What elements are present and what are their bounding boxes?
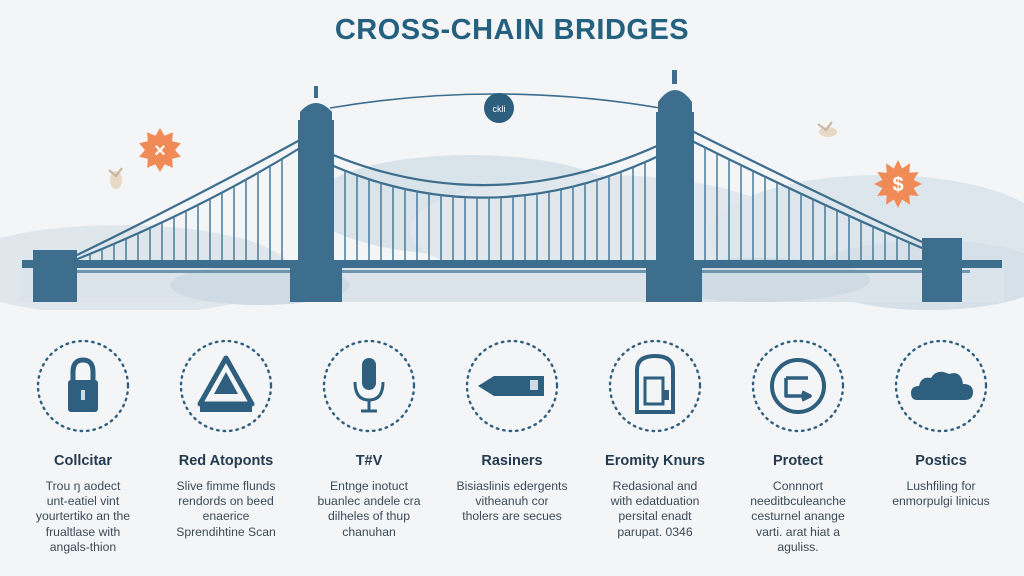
- token-badge-label: ckli: [493, 104, 506, 114]
- feature-description: Slive fimme flunds rendords on beed enae…: [176, 479, 276, 539]
- bridge-illustration: ckli × $: [0, 70, 1024, 310]
- padlock-icon: [36, 339, 130, 433]
- feature-description: Trou ŋ aodect unt-eatiel vint yourtertik…: [35, 479, 131, 554]
- exchange-icon: [751, 339, 845, 433]
- background-hills: [0, 155, 1024, 310]
- feature-title: T#V: [355, 453, 383, 469]
- feature-item: Red Atoponts Slive fimme flunds rendords…: [157, 338, 295, 568]
- left-tower: [290, 86, 342, 302]
- feature-title: Eromity Knurs: [605, 453, 705, 469]
- warning-triangle-icon: [179, 339, 273, 433]
- svg-text:×: ×: [154, 140, 166, 162]
- feature-description: Bisiaslinis edergents vitheanuh cor thol…: [456, 479, 568, 524]
- feature-title: Rasiners: [481, 453, 543, 469]
- microphone-icon: [322, 339, 416, 433]
- feature-description: Entnge inotuct buanlec andele cra dilhel…: [317, 479, 421, 539]
- feature-item: Collcitar Trou ŋ aodect unt-eatiel vint …: [14, 338, 152, 568]
- document-gate-icon: [608, 339, 702, 433]
- feature-item: Protect Connnort needitbculeanche cestur…: [729, 338, 867, 568]
- bird-right-icon: [817, 121, 837, 137]
- bridge-deck: [22, 260, 1002, 268]
- feature-description: Connnort needitbculeanche cesturnel anan…: [750, 479, 846, 554]
- token-badge: [484, 93, 514, 123]
- right-pier: [922, 238, 962, 302]
- svg-text:$: $: [892, 174, 903, 196]
- left-pier: [33, 250, 77, 302]
- page-title: CROSS-CHAIN BRIDGES: [334, 14, 690, 46]
- bird-left-icon: [108, 167, 123, 189]
- cloud-icon: [894, 339, 988, 433]
- feature-title: Postics: [915, 453, 967, 469]
- feature-title: Red Atoponts: [178, 453, 274, 469]
- feature-item: T#V Entnge inotuct buanlec andele cra di…: [300, 338, 438, 568]
- feature-list: Collcitar Trou ŋ aodect unt-eatiel vint …: [14, 338, 1010, 568]
- feature-item: Postics Lushfiling for enmorpulgi linicu…: [872, 338, 1010, 568]
- feature-item: Eromity Knurs Redasional and with edatdu…: [586, 338, 724, 568]
- feature-title: Protect: [773, 453, 823, 469]
- feature-item: Rasiners Bisiaslinis edergents vitheanuh…: [443, 338, 581, 568]
- dollar-burst-icon: $: [874, 160, 922, 208]
- bridge-hangers: [89, 147, 910, 260]
- feature-title: Collcitar: [53, 453, 112, 469]
- right-tower: [646, 70, 702, 302]
- feature-description: Redasional and with edatduation persital…: [610, 479, 700, 539]
- left-burst-icon: ×: [139, 128, 181, 172]
- feature-description: Lushfiling for enmorpulgi linicus: [892, 479, 990, 509]
- bullet-token-icon: [465, 339, 559, 433]
